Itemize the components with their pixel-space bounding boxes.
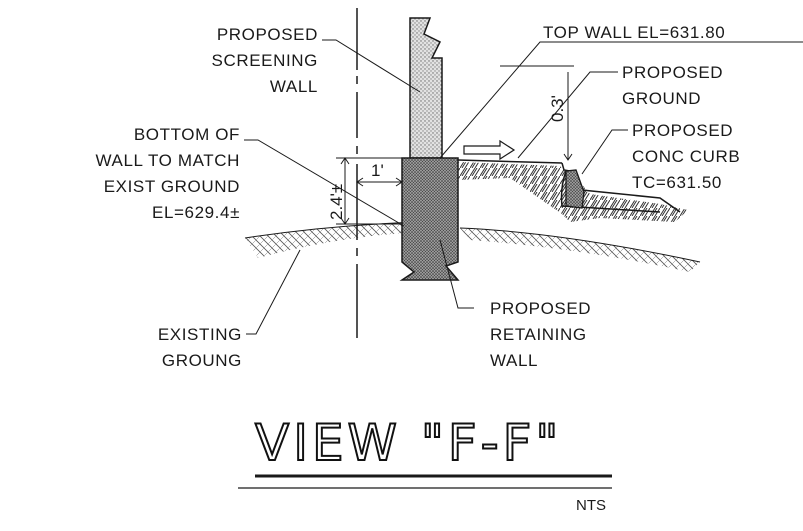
scale-note: NTS: [576, 497, 606, 514]
bottom-of-wall-line-2: WALL TO MATCH: [96, 151, 240, 170]
dimension-offset: 1': [356, 161, 403, 187]
conc-curb-line-1: PROPOSED: [632, 121, 733, 140]
view-title-block: VIEW "F-F" NTS: [238, 413, 612, 514]
retaining-wall-line-1: PROPOSED: [490, 299, 591, 318]
view-title: VIEW "F-F": [255, 414, 562, 472]
height-dimension-label: 2.4'±: [327, 184, 346, 220]
existing-ground-line-1: EXISTING: [158, 325, 242, 344]
existing-ground-hatch: [244, 221, 701, 272]
bottom-of-wall-line-1: BOTTOM OF: [134, 125, 240, 144]
offset-dimension-label: 1': [371, 161, 384, 180]
bottom-of-wall-line-3: EXIST GROUND: [104, 177, 240, 196]
screening-wall: [409, 17, 443, 159]
screening-wall-line-2: SCREENING: [212, 51, 318, 70]
rise-dimension-label: 0.3': [548, 95, 567, 122]
retaining-wall-line-3: WALL: [490, 351, 538, 370]
retaining-wall-line-2: RETAINING: [490, 325, 587, 344]
retaining-wall: [399, 157, 460, 281]
proposed-ground-and-curb: [457, 139, 688, 222]
label-existing-ground: EXISTING GROUNG: [158, 325, 242, 370]
leader-lines: [244, 39, 803, 335]
top-wall-elevation-text: TOP WALL EL=631.80: [543, 23, 725, 42]
screening-wall-line-3: WALL: [270, 77, 318, 96]
label-bottom-of-wall: BOTTOM OF WALL TO MATCH EXIST GROUND EL=…: [96, 125, 240, 222]
label-proposed-ground: PROPOSED GROUND: [622, 63, 723, 108]
bottom-of-wall-line-4: EL=629.4±: [152, 203, 240, 222]
existing-ground-line-2: GROUNG: [162, 351, 242, 370]
proposed-ground-line-1: PROPOSED: [622, 63, 723, 82]
proposed-ground-line-2: GROUND: [622, 89, 701, 108]
dimension-rise: 0.3': [500, 65, 574, 161]
screening-wall-line-1: PROPOSED: [217, 25, 318, 44]
label-retaining-wall: PROPOSED RETAINING WALL: [490, 299, 591, 370]
label-top-wall: TOP WALL EL=631.80: [543, 23, 725, 42]
conc-curb-line-3: TC=631.50: [632, 173, 722, 192]
label-screening-wall: PROPOSED SCREENING WALL: [212, 25, 318, 96]
label-conc-curb: PROPOSED CONC CURB TC=631.50: [632, 121, 740, 192]
conc-curb-line-2: CONC CURB: [632, 147, 740, 166]
dimension-height: 2.4'±: [327, 157, 402, 225]
